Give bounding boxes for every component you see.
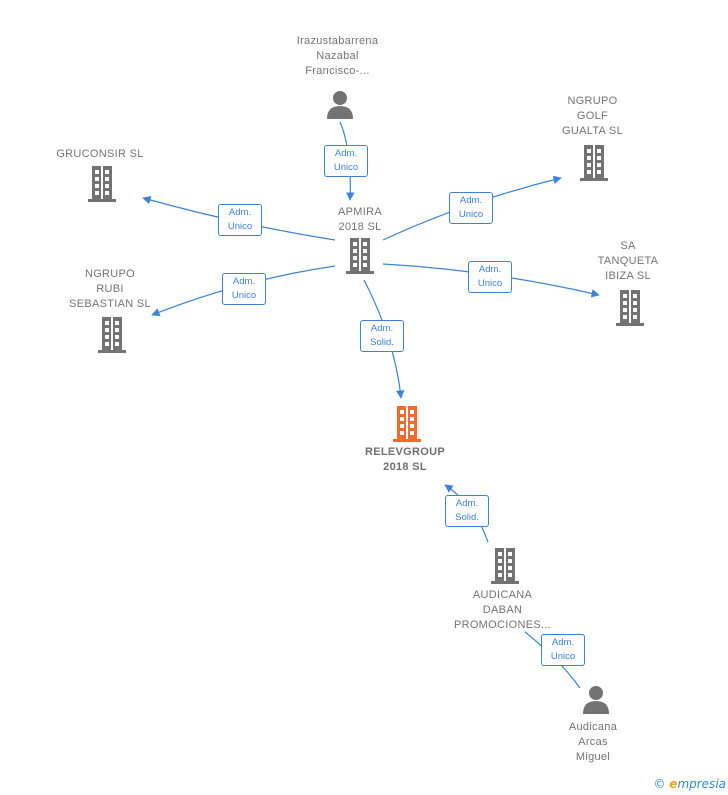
edge-label-audicana-arcas-audicana-daban[interactable]: Adm. Unico — [541, 634, 585, 666]
edge-label-apmira-ngrupo-golf[interactable]: Adm. Unico — [449, 192, 493, 224]
node-label: SA TANQUETA IBIZA SL — [597, 240, 659, 282]
copyright-symbol: © — [653, 777, 666, 791]
node-label: NGRUPO RUBI SEBASTIAN SL — [69, 268, 151, 310]
building-icon — [580, 145, 608, 181]
brand-name: mpresia — [677, 777, 726, 791]
brand-initial: e — [669, 777, 678, 791]
person-icon — [327, 91, 353, 119]
node-label: AUDICANA DABAN PROMOCIONES... — [453, 589, 552, 631]
building-icon — [346, 238, 374, 274]
person-icon — [583, 686, 609, 714]
building-icon — [393, 406, 421, 442]
edge-label-audicana-daban-relevgroup[interactable]: Adm. Solid. — [445, 495, 489, 527]
node-label: NGRUPO GOLF GUALTA SL — [562, 95, 623, 137]
building-icon — [98, 317, 126, 353]
node-label: GRUCONSIR SL — [56, 148, 144, 160]
building-icon — [491, 548, 519, 584]
node-label: Audicana Arcas Miguel — [568, 721, 618, 763]
edge-label-apmira-gruconsir[interactable]: Adm. Unico — [218, 204, 262, 236]
building-icon — [88, 166, 116, 202]
edge-label-irazustabarrena-apmira[interactable]: Adm. Unico — [324, 145, 368, 177]
building-icon — [616, 290, 644, 326]
node-label: APMIRA 2018 SL — [338, 206, 382, 233]
edge-label-apmira-ngrupo-rubi[interactable]: Adm. Unico — [222, 273, 266, 305]
empresia-logo[interactable]: © empresia — [653, 777, 726, 791]
edge-label-apmira-relevgroup[interactable]: Adm. Solid. — [360, 320, 404, 352]
node-label: Irazustabarrena Nazabal Francisco-... — [296, 35, 379, 77]
node-label: RELEVGROUP 2018 SL — [364, 446, 445, 473]
edge-label-apmira-sa-tanqueta[interactable]: Adm. Unico — [468, 261, 512, 293]
